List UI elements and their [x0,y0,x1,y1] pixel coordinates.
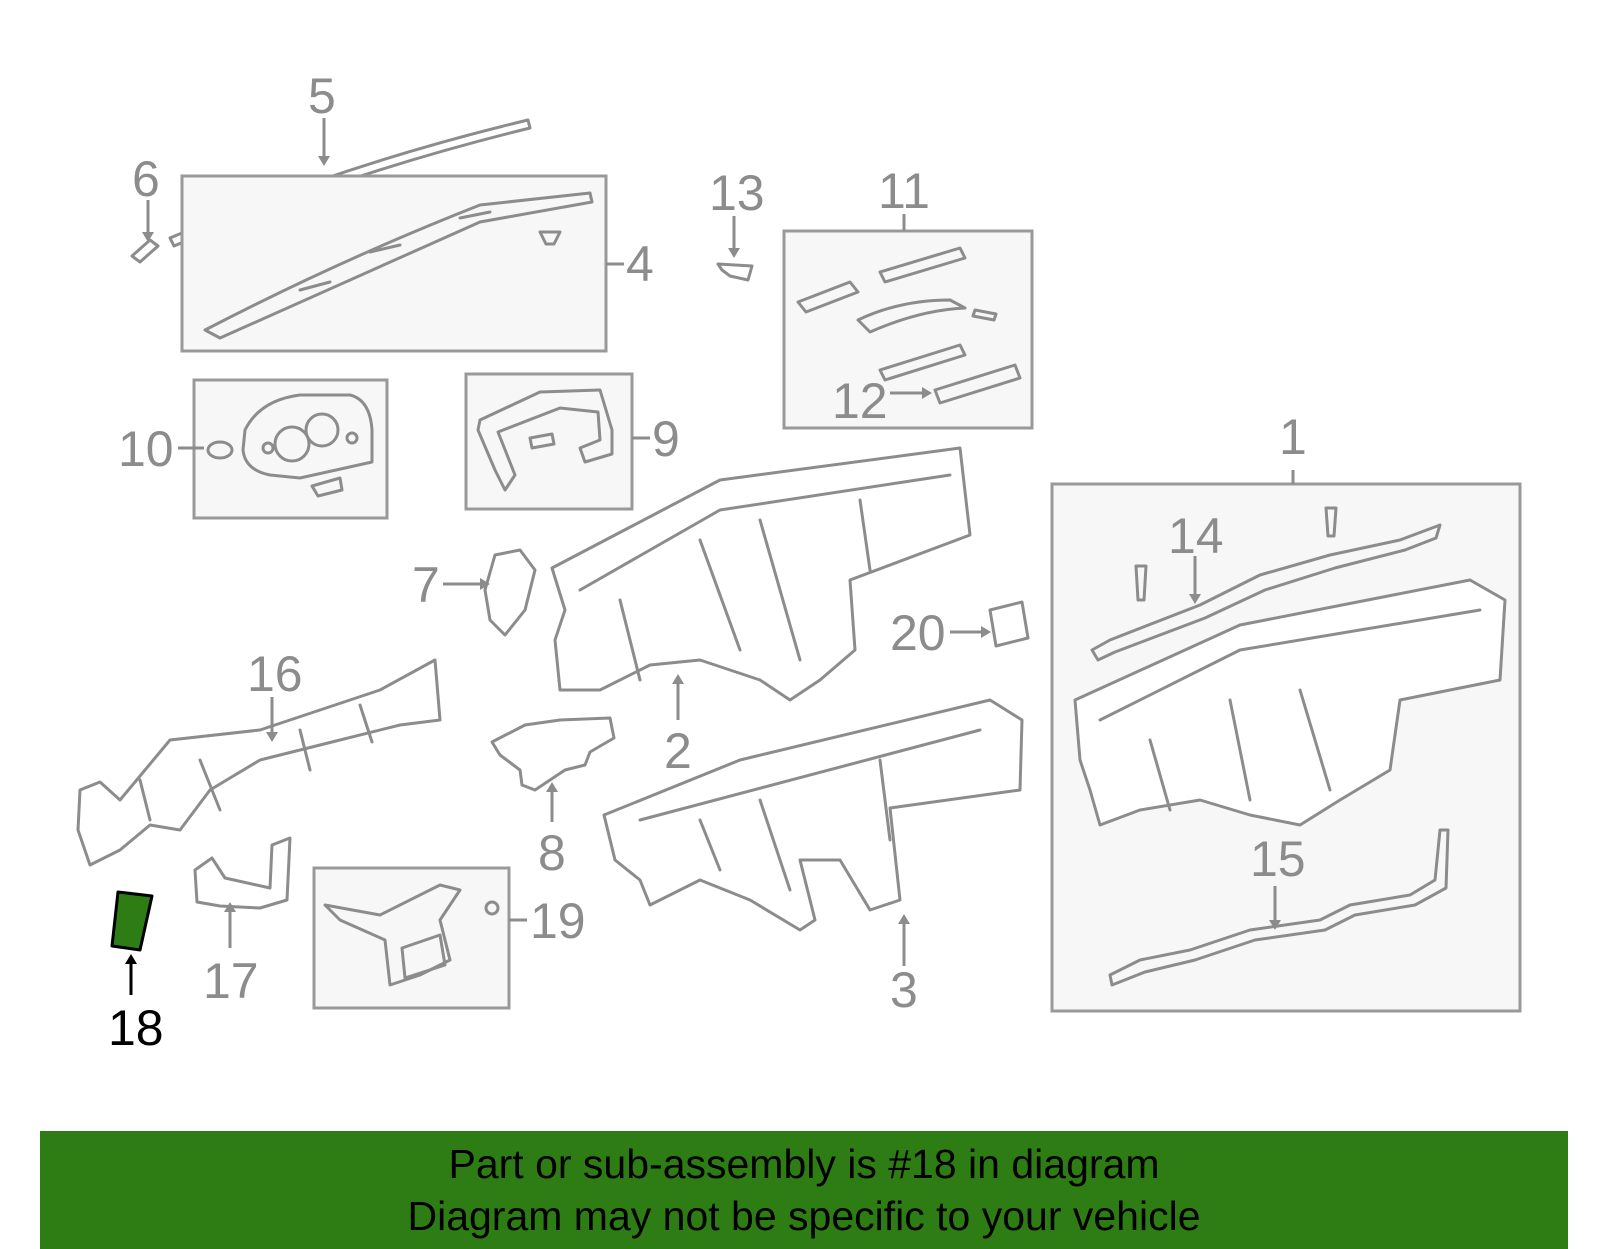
callout-9: 9 [652,411,680,467]
part-8-bracket[interactable]: 8 [490,716,616,881]
part-13-clip[interactable]: 13 [709,165,765,282]
part-17-bracket[interactable]: 17 [193,836,292,1009]
part-9-cluster-bezel[interactable]: 9 [464,372,680,511]
callout-10: 10 [118,421,174,477]
callout-15: 15 [1250,831,1306,887]
callout-4: 4 [626,236,654,292]
callout-18: 18 [108,1000,164,1056]
callout-17: 17 [203,953,259,1009]
part-2-instrument-panel[interactable]: 2 [550,446,972,779]
part-3-carrier[interactable]: 3 [602,698,1024,1018]
callout-3: 3 [890,962,918,1018]
part-6-clip[interactable]: 6 [130,151,160,264]
part-11-vent-ducts[interactable]: 11 12 [782,163,1034,430]
footer-message-disclaimer: Diagram may not be specific to your vehi… [407,1193,1201,1239]
part-16-cross-beam[interactable]: 16 [76,646,442,867]
callout-6: 6 [132,151,160,207]
part-18-highlighted-panel[interactable]: 18 [108,890,164,1056]
part-7-side-trim[interactable]: 7 [412,548,537,637]
callout-14: 14 [1168,508,1224,564]
part-19-glove-box[interactable]: 19 [312,866,586,1010]
footer-message-part: Part or sub-assembly is #18 in diagram [448,1141,1160,1187]
callout-5: 5 [308,68,336,124]
part-4-defroster-panel[interactable]: 4 [180,174,654,353]
callout-8: 8 [538,825,566,881]
footer-banner: Part or sub-assembly is #18 in diagram D… [40,1131,1568,1249]
part-1-panel-assembly[interactable]: 1 14 15 [1050,409,1522,1013]
callout-2: 2 [664,723,692,779]
part-10-instrument-cluster[interactable]: 10 [118,378,389,520]
callout-20: 20 [890,605,946,661]
callout-11: 11 [878,163,930,219]
callout-1: 1 [1279,409,1307,465]
callout-13: 13 [709,165,765,221]
callout-12: 12 [832,373,888,429]
callout-7: 7 [412,557,440,613]
callout-16: 16 [247,646,303,702]
callout-19: 19 [530,893,586,949]
part-20-switch[interactable]: 20 [890,600,1030,661]
